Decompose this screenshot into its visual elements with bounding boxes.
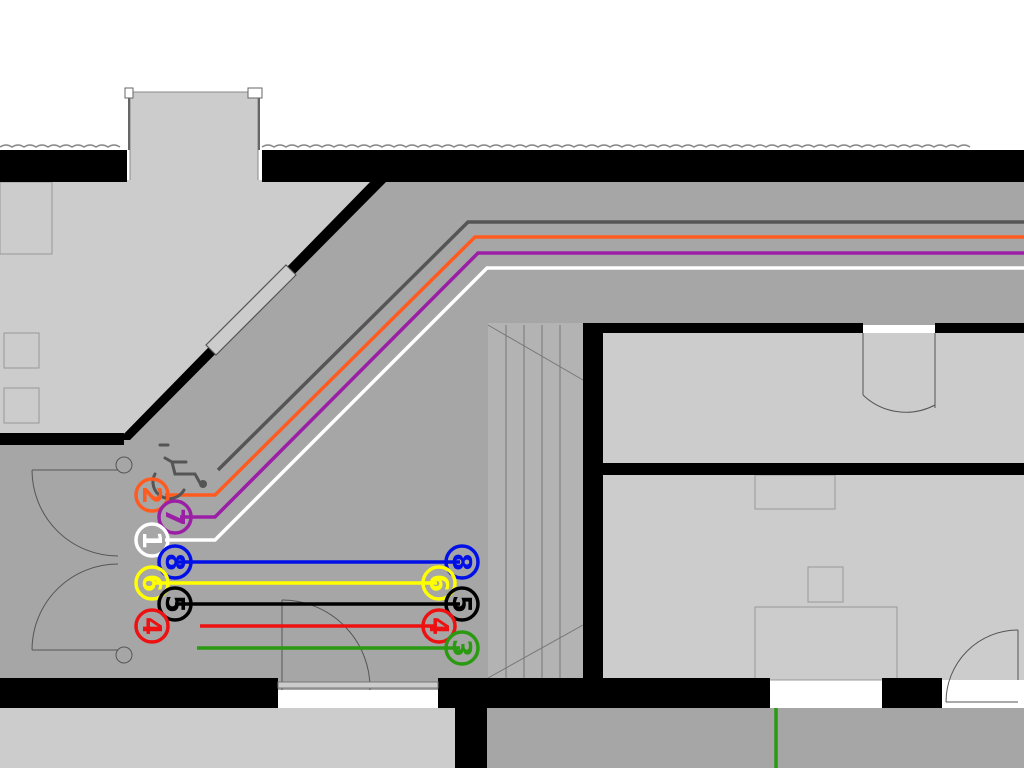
- exterior-edge: [0, 144, 971, 148]
- route-marker-7: 7: [157, 499, 193, 535]
- vestibule-frame-right: [247, 87, 263, 99]
- furniture-shelf: [754, 474, 836, 510]
- route-marker-8: 8: [444, 544, 480, 580]
- marker-ring: [444, 544, 480, 580]
- furniture-table: [754, 606, 898, 681]
- marker-label: 5: [446, 595, 476, 613]
- marker-label: 4: [136, 617, 166, 635]
- route-markers: 2 7 1 8 6 5 4 8 6 5 4 3: [134, 477, 480, 666]
- route-marker-3: 3: [444, 630, 480, 666]
- routes: [155, 220, 1024, 768]
- diagonal-window: [205, 264, 297, 356]
- route-orange: [165, 235, 1024, 497]
- marker-label: 6: [136, 574, 166, 592]
- furniture-cabinet: [0, 181, 53, 255]
- route-grey: [216, 220, 1024, 472]
- marker-ring: [421, 565, 457, 601]
- door-frame-bottom: [277, 681, 439, 689]
- room-bottom-left: [0, 708, 455, 768]
- stair-treads: [487, 324, 584, 679]
- furniture-box-1: [3, 332, 40, 369]
- route-marker-4: 4: [421, 608, 457, 644]
- route-marker-6: 6: [134, 565, 170, 601]
- marker-ring: [444, 630, 480, 666]
- entrance-vestibule: [129, 91, 259, 183]
- marker-ring: [157, 544, 193, 580]
- route-purple: [180, 251, 1024, 519]
- marker-label: 4: [423, 617, 453, 635]
- marker-ring: [157, 499, 193, 535]
- furniture-small-box: [807, 566, 844, 603]
- marker-ring: [134, 565, 170, 601]
- route-marker-1: 1: [134, 522, 170, 558]
- route-marker-5: 5: [157, 586, 193, 622]
- marker-ring: [134, 522, 170, 558]
- marker-label: 2: [136, 486, 166, 504]
- route-white: [165, 266, 1024, 542]
- marker-label: 7: [159, 508, 189, 526]
- room-bottom-right: [487, 708, 1024, 768]
- route-marker-6: 6: [421, 565, 457, 601]
- room-top-left: [0, 180, 383, 440]
- vestibule-frame-left: [124, 87, 134, 99]
- marker-ring: [157, 586, 193, 622]
- room-right-upper: [603, 333, 1024, 463]
- marker-label: 8: [446, 553, 476, 571]
- marker-label: 1: [136, 531, 166, 549]
- route-marker-5: 5: [444, 586, 480, 622]
- marker-label: 8: [159, 553, 189, 571]
- marker-ring: [134, 477, 170, 513]
- route-marker-4: 4: [134, 608, 170, 644]
- route-marker-2: 2: [134, 477, 170, 513]
- marker-label: 3: [446, 639, 476, 657]
- route-marker-8: 8: [157, 544, 193, 580]
- marker-label: 6: [423, 574, 453, 592]
- marker-ring: [421, 608, 457, 644]
- furniture-box-2: [3, 387, 40, 424]
- lobby-left: [0, 443, 120, 683]
- staircase: [488, 323, 583, 680]
- marker-label: 5: [159, 595, 189, 613]
- marker-ring: [444, 586, 480, 622]
- marker-ring: [134, 608, 170, 644]
